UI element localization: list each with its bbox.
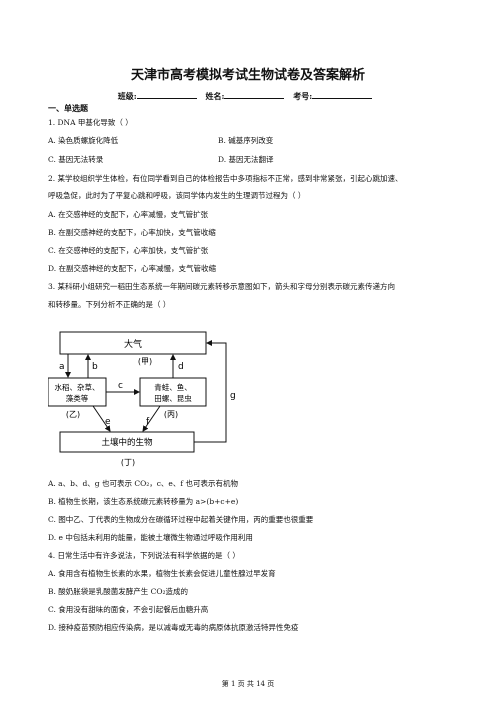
q1-option-c: C. 基因无法转录	[48, 155, 104, 164]
q1-stem: 1. DNA 甲基化导致（ ）	[48, 118, 133, 127]
q4-stem: 4. 日常生活中有许多说法，下列说法有科学依据的是（ ）	[48, 551, 240, 560]
q3-stem-line1: 3. 某科研小组研究一稻田生态系统一年期间碳元素转移示意图如下，箭头和字母分别表…	[48, 282, 396, 291]
q3-option-c: C. 图中乙、丁代表的生物成分在碳循环过程中起着关键作用，丙的重要也很重要	[48, 515, 314, 524]
q1-option-b: B. 碱基序列改变	[218, 136, 274, 145]
q2-option-a: A. 在交感神经的支配下，心率减慢，支气管扩张	[48, 210, 209, 219]
id-blank	[312, 90, 373, 99]
name-label: 姓名:	[205, 91, 225, 101]
arrow-d-label: d	[178, 362, 184, 372]
bing-label: (丙)	[164, 410, 178, 419]
class-label: 班级:	[117, 91, 137, 101]
arrow-c-label: c	[118, 381, 123, 391]
yi-label: (乙)	[66, 410, 80, 419]
ding-label: (丁)	[121, 458, 135, 467]
q2-stem-line1: 2. 某学校组织学生体检，有位同学看到自己的体检报告中多项指标不正常，感到非常紧…	[48, 174, 403, 183]
q1-option-a: A. 染色质螺旋化降低	[48, 136, 119, 145]
page-footer: 第 1 页 共 14 页	[221, 680, 275, 688]
producers-line1: 水稻、杂草、	[55, 382, 100, 392]
q1-option-d: D. 基因无法翻译	[218, 155, 274, 164]
arrow-g-label: g	[230, 391, 236, 401]
q4-option-c: C. 食用没有甜味的面食，不会引起餐后血糖升高	[48, 605, 209, 614]
producers-box	[48, 377, 107, 407]
arrow-a-label: a	[59, 362, 65, 372]
q2-stem-line2: 呼吸急促，此时为了平复心跳和呼吸，该同学体内发生的生理调节过程为（ ）	[48, 191, 306, 200]
q3-stem-line2: 和转移量。下列分析不正确的是（ ）	[48, 300, 171, 309]
soil-organisms-label: 土壤中的生物	[101, 437, 153, 448]
name-blank	[224, 90, 285, 99]
q4-option-d: D. 接种疫苗预防相应传染病，是以减毒或无毒的病原体抗原激活特异性免疫	[48, 623, 299, 632]
q3-option-d: D. e 中包括未利用的能量，能被土壤微生物通过呼吸作用利用	[48, 533, 253, 542]
consumers-line1: 青蛙、鱼、	[154, 382, 192, 392]
atmosphere-label: 大气	[124, 338, 142, 350]
consumers-box	[139, 377, 207, 407]
student-info-line: 班级: 姓名: 考号:	[0, 90, 496, 102]
q2-option-c: C. 在交感神经的支配下，心率加快，支气管扩张	[48, 246, 209, 255]
arrow-e-label: e	[105, 417, 111, 427]
q3-option-a: A. a、b、d、g 也可表示 CO₂，c、e、f 也可表示有机物	[48, 479, 239, 488]
q3-option-b: B. 植物生长期，该生态系统碳元素转移量为 a>(b+c+e)	[48, 497, 239, 506]
q4-option-a: A. 食用含有植物生长素的水果，植物生长素会促进儿童性腺过早发育	[48, 569, 276, 578]
consumers-line2: 田螺、昆虫	[154, 393, 192, 403]
producers-line2: 藻类等	[66, 393, 89, 403]
q4-option-b: B. 酸奶胀袋是乳酸菌发酵产生 CO₂造成的	[48, 587, 189, 596]
class-blank	[136, 90, 197, 99]
section-heading: 一、单选题	[48, 103, 88, 113]
q2-option-d: D. 在副交感神经的支配下，心率减慢，支气管收缩	[48, 264, 217, 273]
jia-label: (甲)	[138, 357, 152, 366]
page-title: 天津市高考模拟考试生物试卷及答案解析	[130, 68, 365, 83]
q2-option-b: B. 在副交感神经的支配下，心率加快，支气管收缩	[48, 228, 216, 237]
carbon-cycle-diagram: 大气 (甲) 水稻、杂草、 藻类等 (乙) 青蛙、鱼、 田螺、昆虫 (丙) 土壤…	[48, 331, 236, 467]
arrow-b-label: b	[92, 362, 98, 372]
id-label: 考号:	[293, 91, 313, 101]
arrow-f-label: f	[146, 417, 150, 427]
